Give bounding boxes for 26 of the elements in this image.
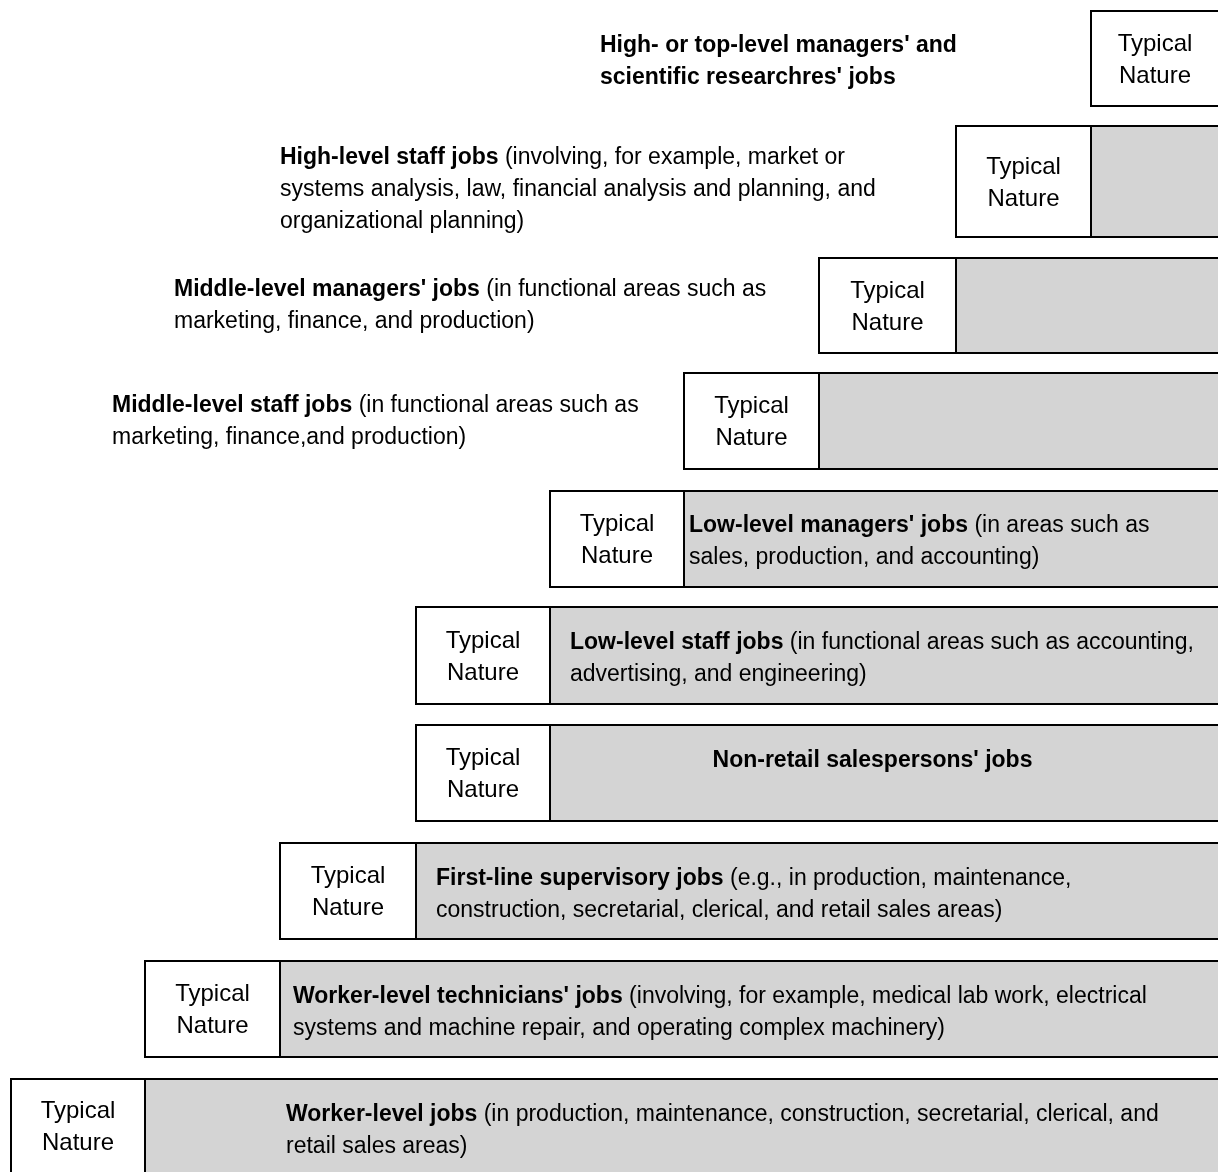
nature-box: Typical Nature — [144, 960, 281, 1058]
job-description: High- or top-level managers' and scientific researchres' jobs — [600, 30, 958, 91]
job-description: Worker-level jobs (in production, maintenance, construction, secretarial, clerical, and retail sales areas) — [286, 1099, 1160, 1160]
job-description: High-level staff jobs (involving, for example, market or systems analysis, law, financial analysis and planning, and organizational planning) — [280, 142, 877, 235]
job-level-bar — [144, 1078, 1218, 1172]
nature-box: Typical Nature — [549, 490, 685, 588]
nature-box: Typical Nature — [279, 842, 417, 940]
nature-box: Typical Nature — [683, 372, 820, 470]
job-description: First-line supervisory jobs (e.g., in production, maintenance, construction, secretarial, clerical, and retail sales areas) — [436, 863, 1073, 924]
nature-box: Typical Nature — [415, 606, 551, 705]
job-description: Middle-level managers' jobs (in functional areas such as marketing, finance, and production) — [174, 274, 768, 335]
job-level-bar — [279, 960, 1218, 1058]
job-level-bar — [549, 724, 1218, 822]
nature-box: Typical Nature — [10, 1078, 146, 1172]
nature-box: Typical Nature — [818, 257, 957, 354]
job-description: Non-retail salespersons' jobs — [711, 745, 1034, 774]
nature-box: Typical Nature — [1090, 10, 1218, 107]
job-description: Worker-level technicians' jobs (involving, for example, medical lab work, electrical systems and machine repair, and operating complex machinery) — [293, 981, 1148, 1042]
job-level-bar — [415, 842, 1218, 940]
nature-box: Typical Nature — [955, 125, 1092, 238]
job-description: Low-level staff jobs (in functional areas such as accounting, advertising, and engineering) — [570, 627, 1194, 688]
job-level-bar — [549, 606, 1218, 705]
job-description: Low-level managers' jobs (in areas such as sales, production, and accounting) — [689, 510, 1151, 571]
job-level-bar — [683, 490, 1218, 588]
nature-box: Typical Nature — [415, 724, 551, 822]
job-description: Middle-level staff jobs (in functional areas such as marketing, finance,and production) — [112, 390, 640, 451]
